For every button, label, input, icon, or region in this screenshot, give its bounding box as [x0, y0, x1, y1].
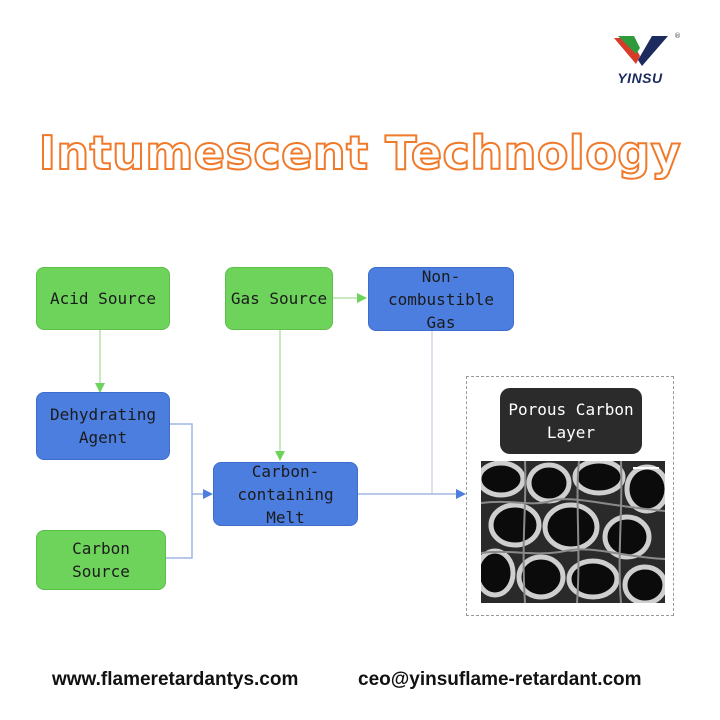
yinsu-logo: ® YINSU	[608, 30, 681, 88]
footer-website[interactable]: www.flameretardantys.com	[52, 669, 299, 690]
page-title: Intumescent Technology	[38, 125, 682, 181]
node-acid-source: Acid Source	[36, 267, 170, 330]
v-logo-icon	[614, 36, 668, 66]
porous-carbon-frame	[466, 376, 674, 616]
footer-email[interactable]: ceo@yinsuflame-retardant.com	[358, 669, 642, 690]
node-gas-source: Gas Source	[225, 267, 333, 330]
logo-brand-text: YINSU	[617, 70, 663, 86]
node-carbon-source: Carbon Source	[36, 530, 166, 590]
registered-mark: ®	[674, 32, 681, 40]
node-non-combustible-gas: Non-combustible Gas	[368, 267, 514, 332]
porous-carbon-micrograph	[481, 461, 665, 603]
bracket-dehydrating	[170, 423, 193, 494]
node-dehydrating-agent: Dehydrating Agent	[36, 392, 170, 460]
node-porous-carbon-layer: Porous Carbon Layer	[500, 388, 642, 454]
node-carbon-containing-melt: Carbon-containing Melt	[213, 462, 358, 527]
bracket-carbon-source	[166, 494, 193, 559]
